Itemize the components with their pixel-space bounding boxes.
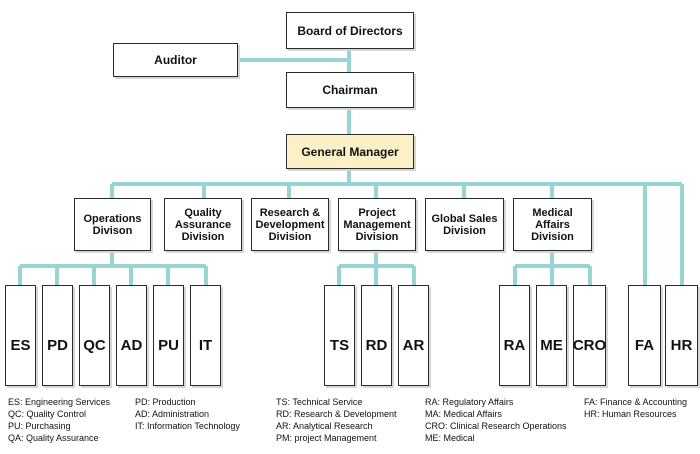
unit-it: IT bbox=[190, 285, 221, 386]
unit-pd: PD bbox=[42, 285, 73, 386]
unit-label: FA bbox=[634, 336, 655, 354]
legend-column-2: PD: Production AD: Administration IT: In… bbox=[135, 396, 240, 432]
unit-es: ES bbox=[5, 285, 36, 386]
division-label: Quality Assurance Division bbox=[174, 206, 232, 243]
unit-rd: RD bbox=[361, 285, 392, 386]
unit-ar: AR bbox=[398, 285, 429, 386]
legend-entry: FA: Finance & Accounting bbox=[584, 397, 688, 407]
general-manager-label: General Manager bbox=[301, 144, 399, 159]
general-manager-box: General Manager bbox=[286, 134, 414, 169]
unit-cro: CRO bbox=[573, 285, 606, 386]
unit-label: AR bbox=[402, 336, 425, 354]
division-project-management: Project Management Division bbox=[338, 198, 416, 251]
unit-fa: FA bbox=[628, 285, 661, 386]
unit-qc: QC bbox=[79, 285, 110, 386]
unit-label: RD bbox=[365, 336, 388, 354]
legend-entry: PD: Production bbox=[135, 397, 196, 407]
division-global-sales: Global Sales Division bbox=[425, 198, 504, 251]
division-label: Operations Divison bbox=[83, 212, 142, 237]
unit-hr: HR bbox=[665, 285, 698, 386]
legend-entry: ES: Engineering Services bbox=[8, 397, 111, 407]
unit-label: CRO bbox=[572, 336, 607, 354]
division-label: Research & Development Division bbox=[255, 206, 325, 243]
chairman-label: Chairman bbox=[322, 83, 378, 97]
board-of-directors-box: Board of Directors bbox=[286, 12, 414, 49]
unit-label: AD bbox=[120, 336, 143, 354]
legend-entry: QC: Quality Control bbox=[8, 409, 87, 419]
division-label: Medical Affairs Division bbox=[531, 206, 574, 243]
legend-entry: IT: Information Technology bbox=[135, 421, 240, 431]
legend-entry: AD: Administration bbox=[135, 409, 210, 419]
legend-entry: PM: project Management bbox=[276, 433, 377, 443]
legend-entry: HR: Human Resources bbox=[584, 409, 677, 419]
unit-label: QC bbox=[83, 336, 106, 354]
unit-me: ME bbox=[536, 285, 567, 386]
unit-pu: PU bbox=[153, 285, 184, 386]
division-label: Global Sales Division bbox=[431, 212, 498, 237]
board-label: Board of Directors bbox=[297, 23, 403, 38]
chairman-box: Chairman bbox=[286, 72, 414, 108]
unit-label: RA bbox=[503, 336, 526, 354]
legend-entry: CRO: Clinical Research Operations bbox=[425, 421, 567, 431]
division-research-development: Research & Development Division bbox=[251, 198, 329, 251]
unit-label: HR bbox=[670, 336, 693, 354]
legend-column-4: RA: Regulatory Affairs MA: Medical Affai… bbox=[425, 396, 567, 444]
legend-entry: PU: Purchasing bbox=[8, 421, 71, 431]
division-medical-affairs: Medical Affairs Division bbox=[513, 198, 592, 251]
division-operations: Operations Divison bbox=[74, 198, 151, 251]
legend-entry: TS: Technical Service bbox=[276, 397, 363, 407]
legend-entry: RA: Regulatory Affairs bbox=[425, 397, 514, 407]
legend-entry: AR: Analytical Research bbox=[276, 421, 373, 431]
auditor-label: Auditor bbox=[154, 53, 197, 67]
auditor-box: Auditor bbox=[113, 43, 238, 77]
unit-ra: RA bbox=[499, 285, 530, 386]
division-label: Project Management Division bbox=[343, 206, 411, 243]
unit-label: PU bbox=[158, 336, 179, 354]
unit-ad: AD bbox=[116, 285, 147, 386]
legend-column-3: TS: Technical Service RD: Research & Dev… bbox=[276, 396, 397, 444]
legend-entry: QA: Quality Assurance bbox=[8, 433, 99, 443]
legend-column-1: ES: Engineering Services QC: Quality Con… bbox=[8, 396, 110, 444]
unit-ts: TS bbox=[324, 285, 355, 386]
legend-entry: MA: Medical Affairs bbox=[425, 409, 502, 419]
division-quality-assurance: Quality Assurance Division bbox=[164, 198, 242, 251]
unit-label: PD bbox=[47, 336, 68, 354]
unit-label: TS bbox=[329, 336, 350, 354]
unit-label: ES bbox=[10, 336, 31, 354]
unit-label: ME bbox=[540, 336, 563, 354]
legend-entry: RD: Research & Development bbox=[276, 409, 397, 419]
legend-entry: ME: Medical bbox=[425, 433, 475, 443]
unit-label: IT bbox=[198, 336, 213, 354]
legend-column-5: FA: Finance & Accounting HR: Human Resou… bbox=[584, 396, 687, 420]
